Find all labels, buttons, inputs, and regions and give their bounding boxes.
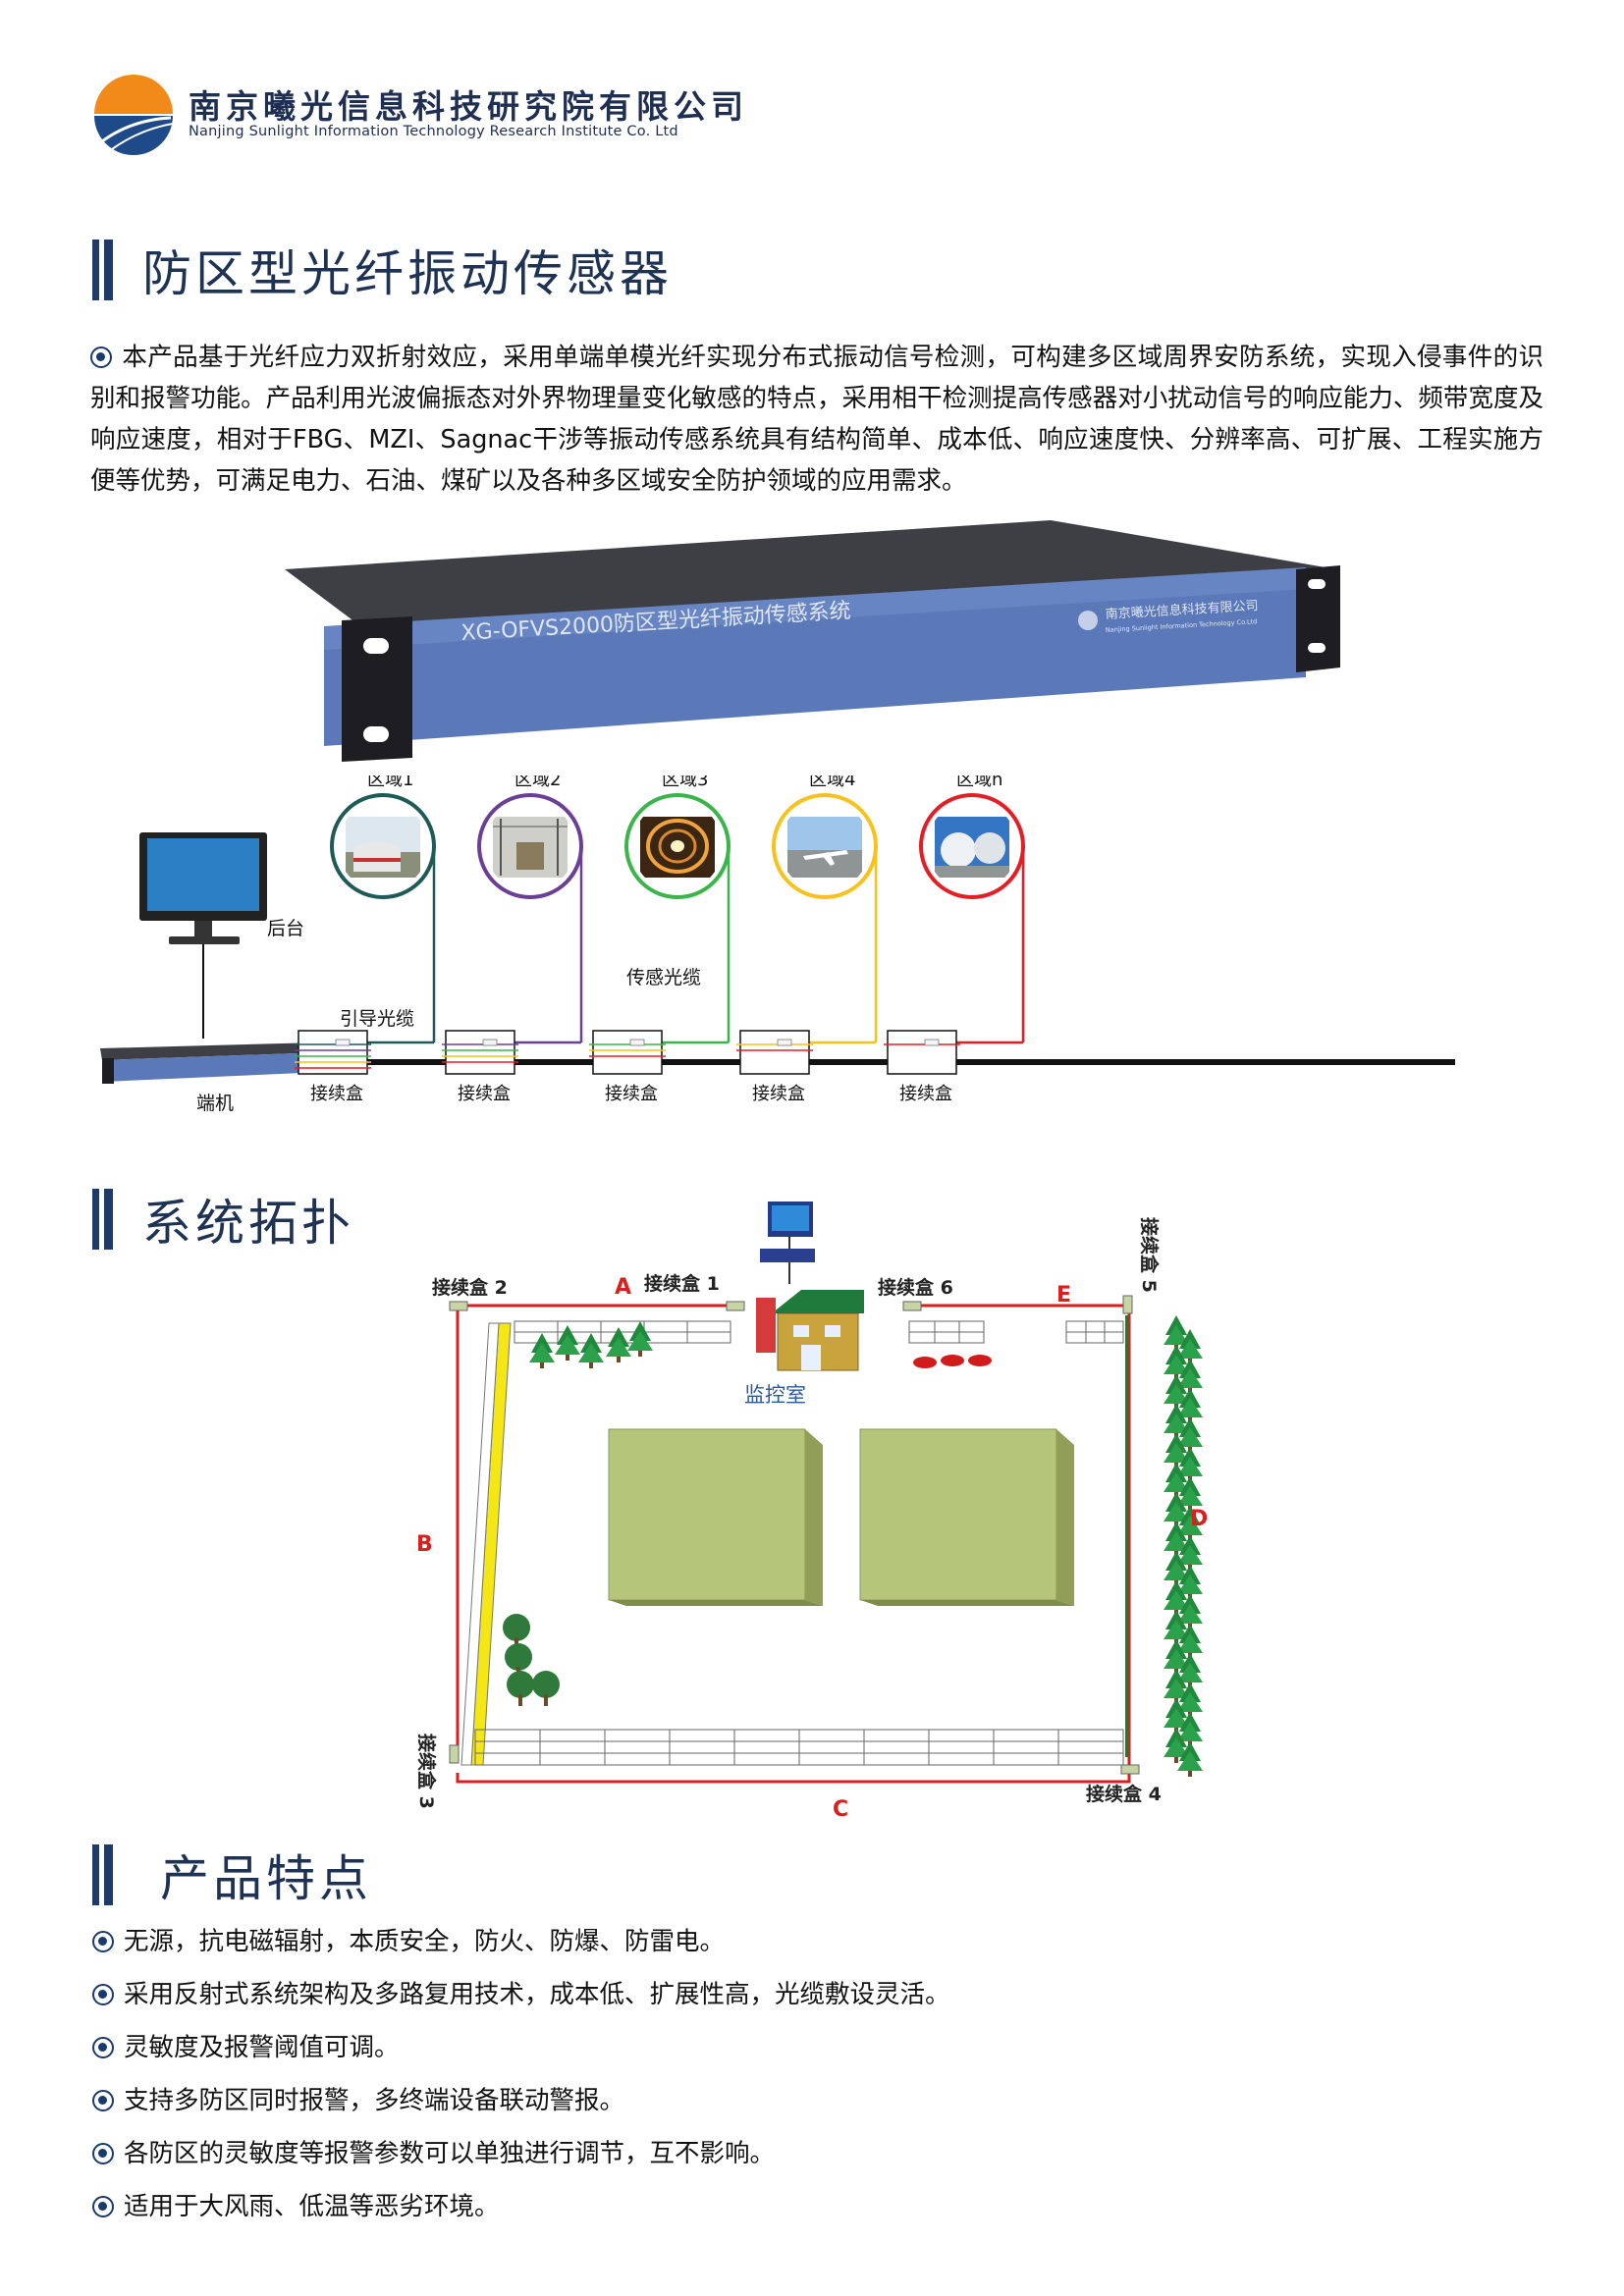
- junction-box-5-label: 接续盒 5: [1138, 1217, 1161, 1293]
- bullet-icon: [92, 2143, 114, 2164]
- pine-tree-icon: [1177, 1741, 1203, 1777]
- terminal-label: 端机: [196, 1093, 234, 1114]
- bullet-icon: [92, 2090, 114, 2111]
- junction-box: [592, 1030, 663, 1075]
- pine-tree-icon: [606, 1327, 631, 1362]
- round-tree-icon: [507, 1671, 534, 1706]
- junction-box-1-label: 接续盒 1: [644, 1272, 720, 1295]
- heading-accent-bar: [92, 240, 99, 300]
- round-tree-icon: [532, 1671, 560, 1706]
- junction-box-2-label: 接续盒 2: [432, 1276, 508, 1299]
- junction-box-label: 接续盒: [605, 1084, 658, 1104]
- monitor-icon: [139, 832, 267, 944]
- junction-box-3-label: 接续盒 3: [415, 1734, 438, 1809]
- topology-title: 系统拓扑: [142, 1195, 354, 1252]
- heading-accent-bar: [92, 1189, 99, 1250]
- intro-paragraph: 本产品基于光纤应力双折射效应，采用单端单模光纤实现分布式振动信号检测，可构建多区…: [90, 337, 1543, 502]
- junction-box: [887, 1030, 957, 1075]
- intro-text: 本产品基于光纤应力双折射效应，采用单端单模光纤实现分布式振动信号检测，可构建多区…: [90, 343, 1543, 496]
- pine-tree-icon: [1164, 1728, 1189, 1763]
- feature-list: 无源，抗电磁辐射，本质安全，防火、防爆、防雷电。 采用反射式系统架构及多路复用技…: [92, 1922, 950, 2240]
- segment-a-label: A: [615, 1275, 631, 1300]
- segment-c-label: C: [833, 1797, 848, 1822]
- bullet-icon: [92, 1984, 114, 2005]
- features-title: 产品特点: [160, 1850, 372, 1907]
- segment-d-label: D: [1190, 1507, 1208, 1531]
- zone-label: 区域n: [956, 775, 1002, 790]
- junction-box-6-label: 接续盒 6: [878, 1276, 953, 1299]
- computer-icon: [760, 1201, 815, 1284]
- device-image: XG-OFVS2000防区型光纤振动传感系统 南京曦光信息科技有限公司 Nanj…: [285, 520, 1340, 762]
- fence-grid-c: [474, 1729, 1124, 1766]
- car-icons: [913, 1355, 992, 1368]
- zone-scene-tunnel: [640, 817, 715, 878]
- junction-box: [445, 1030, 515, 1075]
- pine-tree-icon: [627, 1321, 653, 1357]
- device-logo-icon: [1078, 611, 1098, 630]
- heading-accent-bar: [104, 1189, 113, 1250]
- feature-item: 适用于大风雨、低温等恶劣环境。: [92, 2187, 950, 2240]
- pine-tree-icon: [578, 1333, 604, 1368]
- feature-item: 灵敏度及报警阈值可调。: [92, 2028, 950, 2081]
- bullet-icon: [92, 2037, 114, 2058]
- zone-3: 区域3 接续盒: [589, 775, 731, 1104]
- product-section-heading: 防区型光纤振动传感器: [92, 235, 673, 305]
- round-tree-icon: [503, 1614, 530, 1649]
- bullet-icon: [90, 347, 112, 368]
- feature-item: 无源，抗电磁辐射，本质安全，防火、防爆、防雷电。: [92, 1922, 950, 1975]
- segment-e-label: E: [1056, 1283, 1071, 1308]
- zone-1: 区域1 接续盒: [295, 775, 436, 1104]
- topology-diagram: 监控室 接续盒 2 接续盒 1 接续盒 6 接续盒 4 接续盒 3 接续盒 5 …: [415, 1201, 1208, 1822]
- company-logo: [94, 75, 174, 155]
- junction-box-label: 接续盒: [752, 1084, 805, 1104]
- heading-accent-bar: [92, 1844, 99, 1905]
- zone-label: 区域2: [514, 775, 561, 790]
- bullet-icon: [92, 1931, 114, 1952]
- zone-label: 区域4: [809, 775, 855, 790]
- lead-cable-label: 引导光缆: [340, 1008, 414, 1030]
- junction-box: [298, 1030, 368, 1075]
- heading-accent-bar: [104, 240, 113, 300]
- zone-diagram: 后台 端机 引导光缆 传感光缆 区域1 接续盒 区域2 接续盒 区域3 接续盒 区域4 接续盒…: [100, 775, 1455, 1114]
- monitor-room-icon: [756, 1290, 864, 1371]
- junction-box-icons: [449, 1295, 1140, 1775]
- building-block: [608, 1428, 823, 1606]
- company-name-cn: 南京曦光信息科技研究院有限公司: [189, 87, 748, 126]
- segment-b-label: B: [416, 1532, 433, 1557]
- fence-grid-top: [514, 1320, 1124, 1344]
- zone-scene-airport: [787, 817, 862, 878]
- zone-label: 区域1: [367, 775, 413, 790]
- company-name-en: Nanjing Sunlight Information Technology …: [189, 124, 678, 139]
- junction-box-4-label: 接续盒 4: [1086, 1783, 1162, 1805]
- terminal-device-icon: [100, 1042, 324, 1084]
- junction-box-label: 接续盒: [458, 1084, 511, 1104]
- zone-label: 区域3: [662, 775, 708, 790]
- junction-box-label: 接续盒: [899, 1084, 952, 1104]
- zone-4: 区域4 接续盒: [736, 775, 878, 1104]
- tree-icons: [503, 1315, 1203, 1777]
- monitor-room-label: 监控室: [744, 1383, 806, 1407]
- topology-section-heading: 系统拓扑: [92, 1184, 354, 1255]
- fence-segment-c: [456, 1767, 1131, 1784]
- zone-scene-gas-spheres: [935, 817, 1009, 878]
- pine-tree-icon: [555, 1325, 580, 1361]
- sensing-cable-label: 传感光缆: [626, 967, 701, 988]
- zone-2: 区域2 接续盒: [442, 775, 583, 1104]
- zone-5: 区域n 接续盒: [884, 775, 1025, 1104]
- zone-scene-substation: [493, 817, 568, 878]
- junction-box-label: 接续盒: [310, 1084, 363, 1104]
- zone-scene-storage-tank: [346, 817, 420, 878]
- bullet-icon: [92, 2196, 114, 2217]
- backend-label: 后台: [267, 918, 304, 939]
- building-block: [859, 1428, 1074, 1606]
- feature-item: 支持多防区同时报警，多终端设备联动警报。: [92, 2081, 950, 2134]
- feature-item: 各防区的灵敏度等报警参数可以单独进行调节，互不影响。: [92, 2134, 950, 2187]
- feature-item: 采用反射式系统架构及多路复用技术，成本低、扩展性高，光缆敷设灵活。: [92, 1975, 950, 2028]
- junction-box: [739, 1030, 810, 1075]
- features-section-heading: 产品特点: [92, 1840, 372, 1910]
- heading-accent-bar: [104, 1844, 113, 1905]
- product-title: 防区型光纤振动传感器: [142, 245, 673, 302]
- pine-tree-icon: [529, 1333, 555, 1368]
